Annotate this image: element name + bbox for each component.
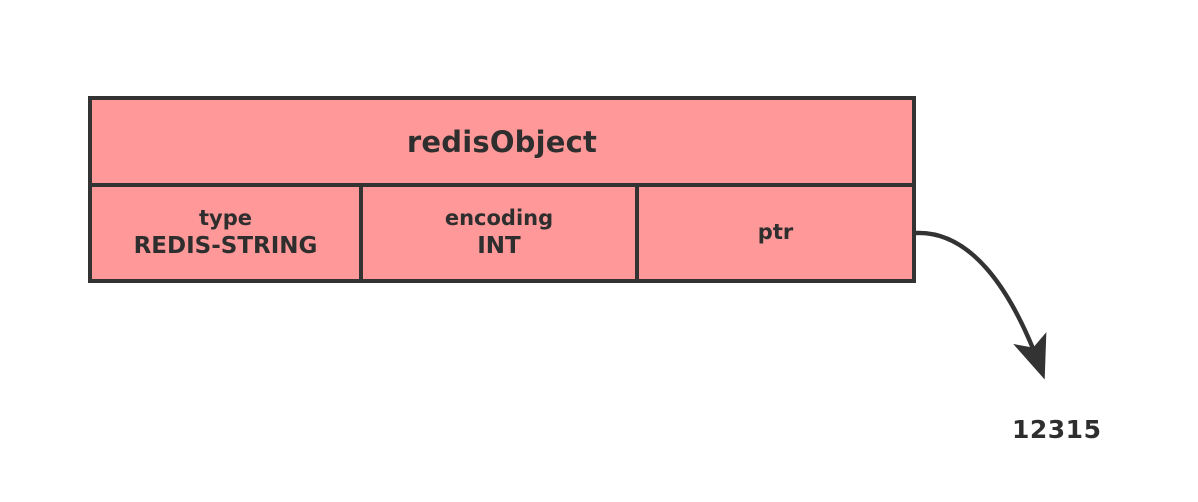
field-value-type: REDIS-STRING	[133, 232, 318, 259]
field-label-type: type	[198, 206, 252, 231]
redis-object-box: redisObject type REDIS-STRING encoding I…	[88, 96, 916, 283]
field-label-ptr: ptr	[757, 220, 794, 245]
redis-object-title: redisObject	[92, 100, 912, 187]
field-value-encoding: INT	[477, 232, 521, 259]
field-cell-ptr: ptr	[639, 187, 912, 279]
pointer-target-label: 12315	[1012, 415, 1102, 444]
curved-arrow-icon	[913, 230, 1047, 380]
field-label-encoding: encoding	[444, 206, 554, 231]
redis-object-fields-row: type REDIS-STRING encoding INT ptr	[92, 187, 912, 279]
field-cell-encoding: encoding INT	[363, 187, 639, 279]
field-cell-type: type REDIS-STRING	[92, 187, 363, 279]
